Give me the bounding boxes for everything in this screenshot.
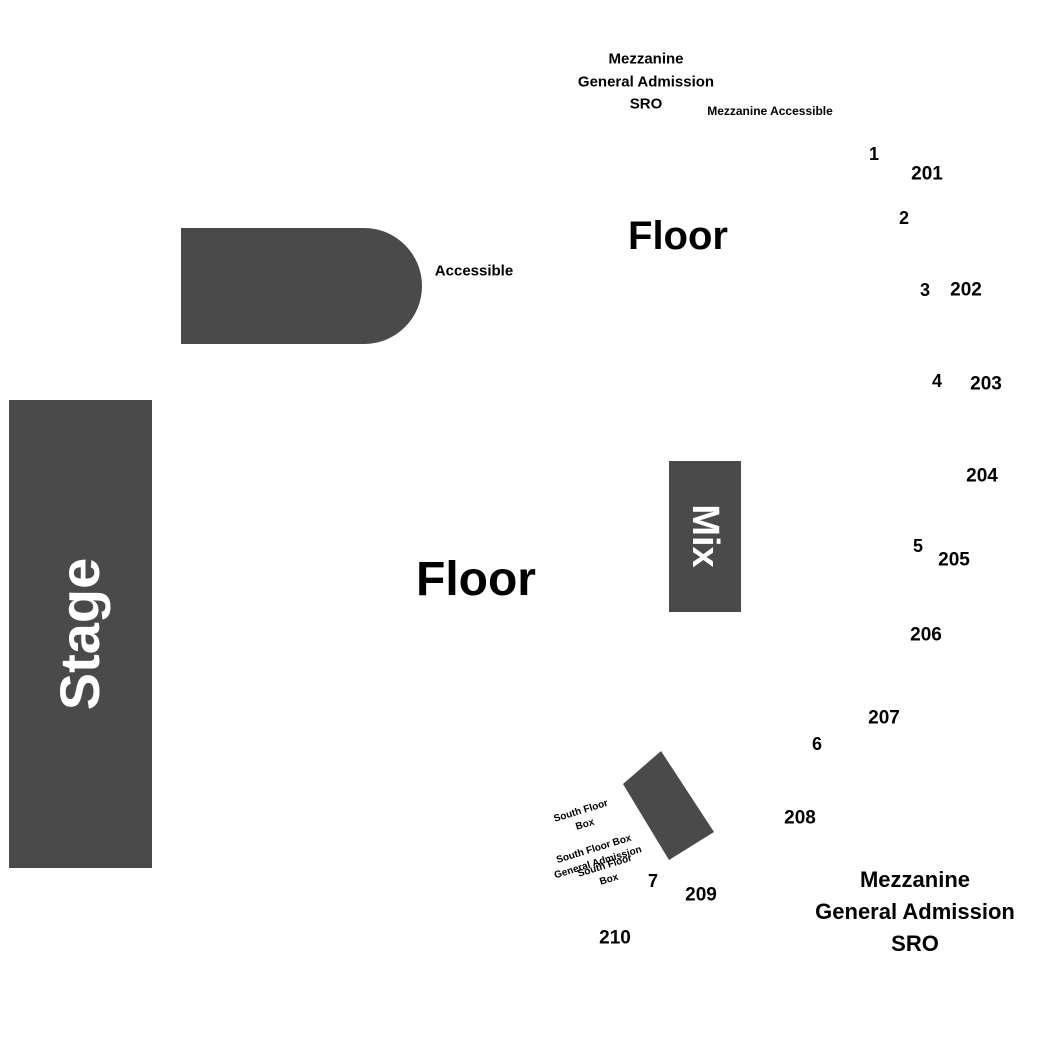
mezzanine-top-label[interactable]: Mezzanine General Admission SRO <box>578 48 714 116</box>
box-7-label[interactable]: 7 <box>647 871 659 891</box>
box-1-label[interactable]: 1 <box>868 144 880 164</box>
mezzanine-bottom-line1: Mezzanine <box>859 867 971 893</box>
mezzanine-bottom-line3: SRO <box>891 930 939 956</box>
section-210-label[interactable]: 210 <box>599 927 631 949</box>
section-209-label[interactable]: 209 <box>685 884 717 906</box>
mezzanine-bottom-label[interactable]: Mezzanine General Admission SRO <box>815 864 1015 960</box>
section-208-label[interactable]: 208 <box>784 807 816 829</box>
mezzanine-accessible-label[interactable]: Mezzanine Accessible <box>707 104 833 118</box>
box-4-label[interactable]: 4 <box>931 371 943 391</box>
section-205-label[interactable]: 205 <box>938 549 970 571</box>
section-204-label[interactable]: 204 <box>966 465 998 487</box>
section-203-label[interactable]: 203 <box>970 373 1002 395</box>
accessible-platform[interactable] <box>181 228 422 344</box>
floor-main-label[interactable]: Floor <box>416 553 536 606</box>
mix-block[interactable] <box>669 461 741 612</box>
section-201-label[interactable]: 201 <box>911 163 943 185</box>
south-floor-box-block[interactable] <box>623 751 714 860</box>
section-207-label[interactable]: 207 <box>868 707 900 729</box>
accessible-label: Accessible <box>434 262 514 280</box>
box-5-label[interactable]: 5 <box>912 536 924 556</box>
section-202-label[interactable]: 202 <box>950 279 982 301</box>
mezzanine-top-line3: SRO <box>629 95 663 113</box>
box-2-label[interactable]: 2 <box>898 208 910 228</box>
section-206-label[interactable]: 206 <box>910 624 942 646</box>
floor-upper-label[interactable]: Floor <box>628 214 728 258</box>
stage-block[interactable] <box>9 400 152 868</box>
box-6-label[interactable]: 6 <box>811 734 823 754</box>
box-3-label[interactable]: 3 <box>919 280 931 300</box>
mezzanine-bottom-line2: General Admission <box>815 899 1015 925</box>
mezzanine-top-line2: General Admission <box>577 72 715 90</box>
mezzanine-top-line1: Mezzanine <box>608 50 684 68</box>
